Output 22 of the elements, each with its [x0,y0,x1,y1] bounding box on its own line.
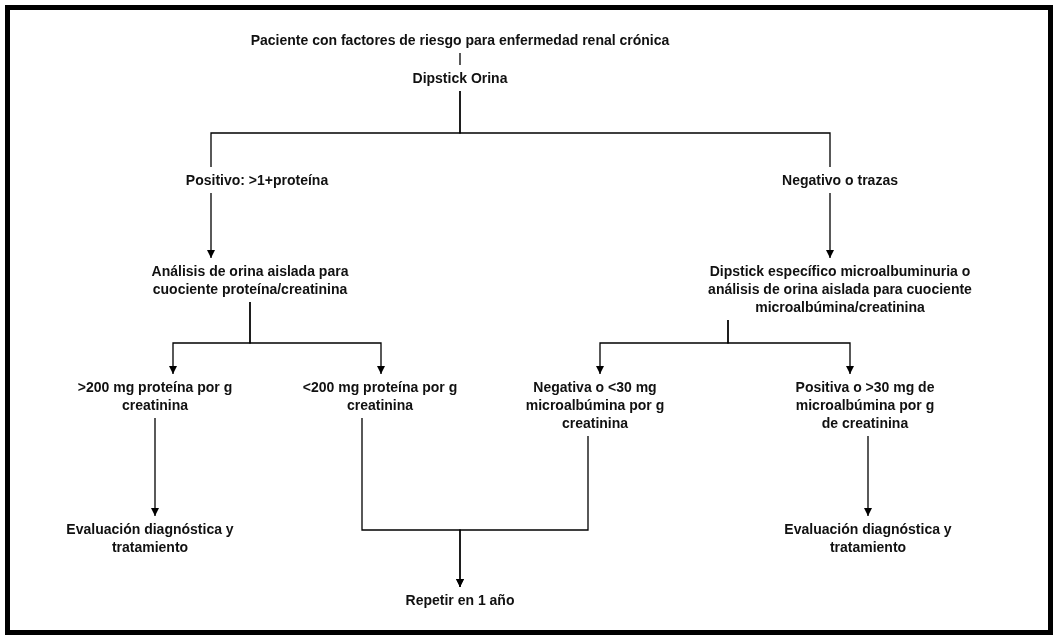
flow-step-text: Negativa o <30 mg microalbúmina por g creatinina [522,378,668,432]
arrow [456,435,589,588]
flow-step-text: Paciente con factores de riesgo para enfermedad renal crónica [160,31,760,49]
flow-step-text: Evaluación diagnóstica y tratamiento [753,520,983,556]
arrow [249,301,385,375]
flow-step-text: Positivo: >1+proteína [147,171,367,189]
arrow [864,435,872,517]
flow-step-text: Análisis de orina aislada para cuociente proteína/creatinina [120,262,380,298]
arrow [826,192,834,259]
flow-step-text: Repetir en 1 año [360,591,560,609]
connector-line [459,90,831,168]
flow-step-text: <200 mg proteína por g creatinina [300,378,460,414]
arrow [727,319,854,375]
connector-line [459,52,461,66]
arrow [151,417,159,517]
flow-step-text: Negativo o trazas [740,171,940,189]
flow-step-text: Dipstick Orina [380,69,540,87]
flow-step-text: >200 mg proteína por g creatinina [75,378,235,414]
flow-step-text: Dipstick específico microalbuminuria o análisis de orina aislada para cuociente microalbúmina/creatinina [690,262,990,316]
arrow [207,192,215,259]
flow-step-text: Evaluación diagnóstica y tratamiento [35,520,265,556]
flow-step-text: Positiva o >30 mg de microalbúmina por g de creatinina [790,378,940,432]
